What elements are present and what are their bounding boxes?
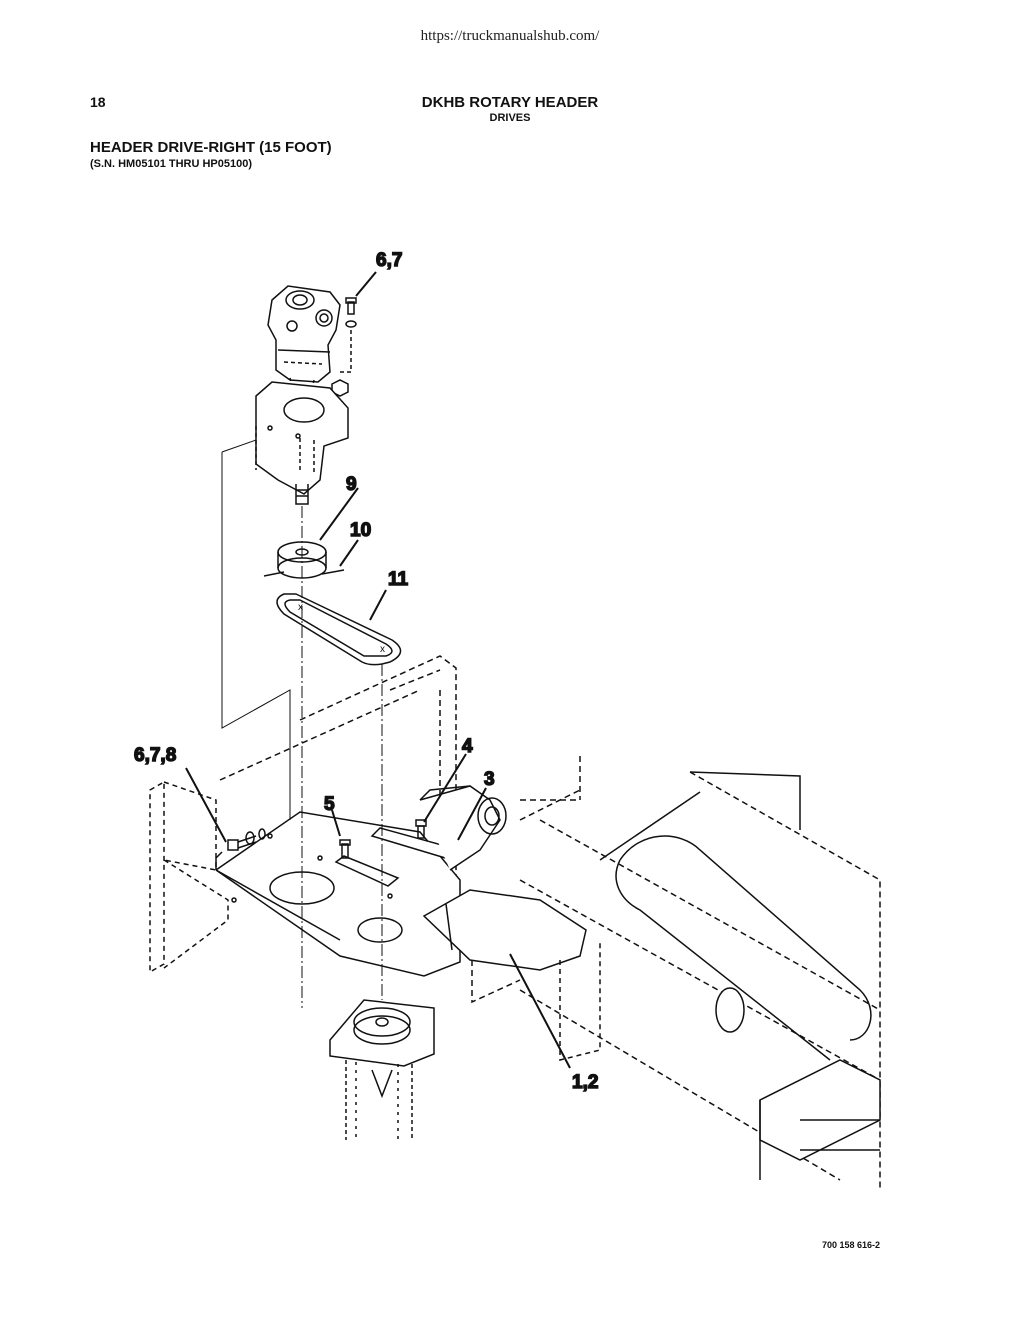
idler-bracket	[419, 785, 507, 871]
assembly-lines	[221, 439, 383, 1008]
callout-5: 5	[324, 794, 335, 815]
lower-pulley	[329, 999, 435, 1140]
callout-4: 4	[462, 736, 473, 757]
side-bolt	[227, 828, 266, 851]
svg-text:x: x	[380, 644, 385, 655]
mounting-bracket	[255, 381, 349, 495]
source-url[interactable]: https://truckmanualshub.com/	[420, 28, 600, 44]
svg-text:x: x	[298, 602, 303, 613]
header-frame	[519, 771, 881, 1190]
serial-range: (S.N. HM05101 THRU HP05100)	[90, 158, 253, 170]
document-title: DKHB ROTARY HEADER	[421, 94, 599, 111]
callout-11: 11	[388, 569, 409, 590]
callout-9: 9	[346, 474, 357, 495]
callout-10: 10	[350, 520, 371, 541]
bolt-washer-top	[340, 297, 357, 373]
gearbox	[267, 285, 341, 399]
section-title: HEADER DRIVE-RIGHT (15 FOOT)	[90, 139, 332, 156]
wear-strip-5	[334, 839, 400, 887]
left-side-panel	[149, 780, 229, 974]
roll-pin	[263, 569, 345, 577]
callout-6-7-8: 6,7,8	[134, 745, 176, 766]
drive-belt: x x	[276, 593, 402, 666]
callout-1-2: 1,2	[572, 1072, 598, 1093]
figure-number: 700 158 616-2	[822, 1240, 881, 1250]
drive-arm	[422, 889, 587, 971]
page-number: 18	[90, 94, 106, 110]
callout-6-7: 6,7	[376, 250, 402, 271]
document-subtitle: DRIVES	[489, 112, 531, 124]
callout-arrows	[185, 271, 571, 1069]
output-shaft	[295, 484, 309, 505]
callout-3: 3	[484, 769, 495, 790]
